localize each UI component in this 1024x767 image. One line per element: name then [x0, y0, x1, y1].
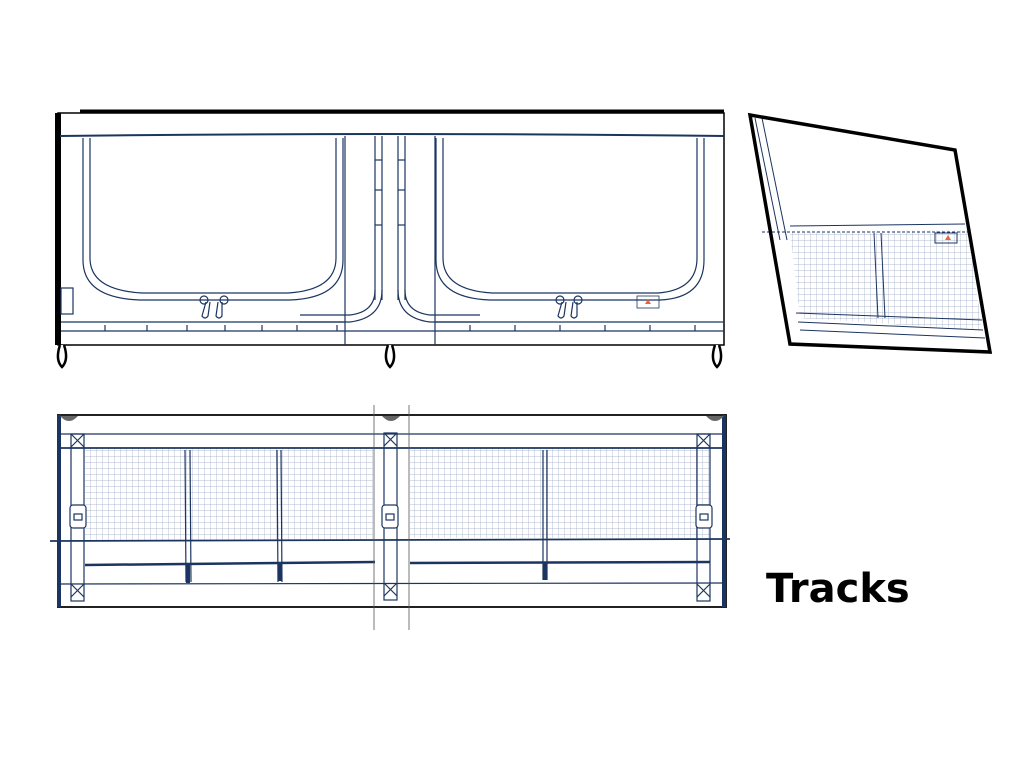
warning-label [636, 295, 660, 309]
warning-triangle-icon [645, 299, 651, 304]
right-window-outer [435, 138, 705, 301]
right-window-inner [442, 138, 698, 294]
corner-caps [60, 416, 724, 421]
left-zipper-pull-icon [199, 295, 229, 319]
side-mesh [790, 230, 982, 330]
front-frame [57, 112, 725, 346]
right-mesh-panel [410, 448, 710, 538]
side-warning-triangle-icon [945, 235, 951, 240]
front-view [55, 109, 725, 369]
left-mesh-panel [85, 448, 373, 540]
left-window-outer [82, 138, 344, 301]
foot-left [56, 344, 68, 369]
strap-left [69, 433, 87, 602]
side-warning-label [934, 232, 958, 244]
right-zipper-pull-icon [555, 295, 583, 319]
caption-tracks: Tracks [766, 566, 910, 612]
top-rail [59, 133, 725, 137]
rear-view [49, 405, 731, 630]
center-column [300, 136, 480, 345]
side-outline [747, 112, 993, 354]
side-view [747, 112, 993, 354]
rail-ticks [104, 325, 696, 331]
feet [56, 344, 723, 369]
foot-center [384, 344, 396, 369]
left-window-inner [89, 138, 337, 294]
strap-center [381, 432, 399, 601]
left-post [55, 113, 61, 345]
strap-right [695, 433, 713, 602]
foot-right [711, 344, 723, 369]
side-plate [60, 287, 74, 315]
mesh-dividers [184, 449, 548, 583]
